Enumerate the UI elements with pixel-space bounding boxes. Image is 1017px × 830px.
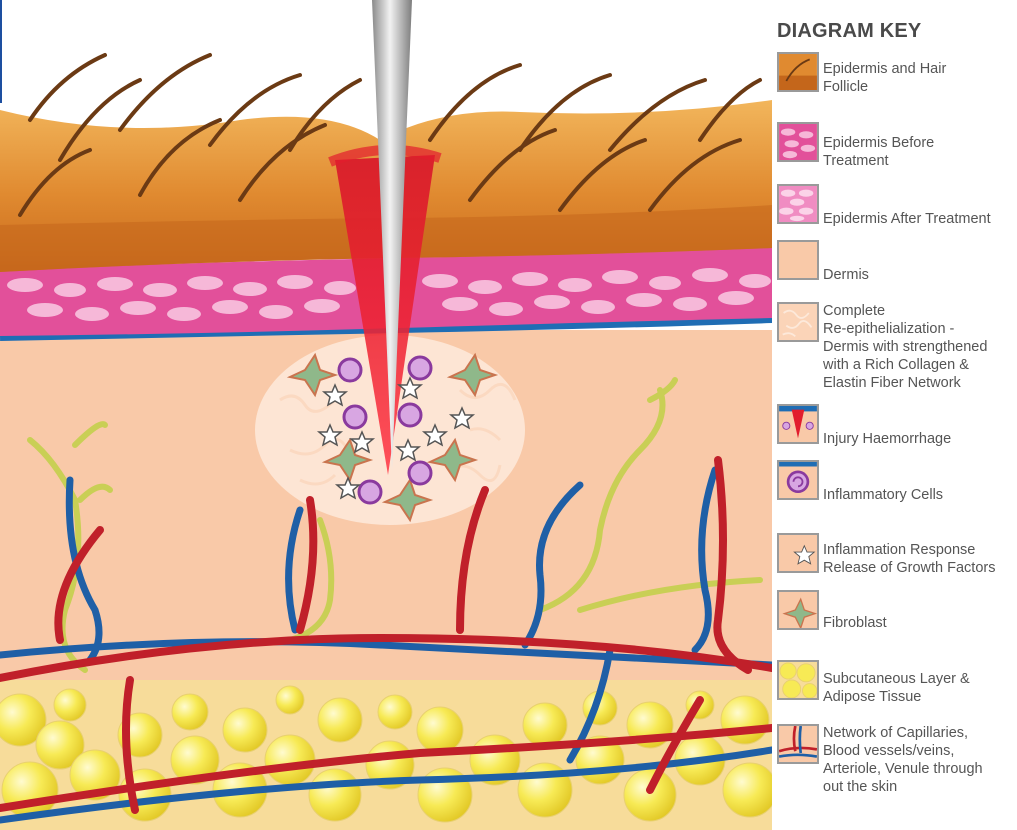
key-label: Epidermis and Hair Follicle (823, 60, 946, 96)
haemorrhage-swatch (777, 404, 819, 444)
capillaries-swatch (777, 724, 819, 764)
key-label: Epidermis After Treatment (823, 210, 991, 228)
key-label: Fibroblast (823, 614, 887, 632)
dermis-swatch (777, 240, 819, 280)
skin-cross-section-illustration (0, 0, 772, 830)
key-label: Inflammation Response Release of Growth … (823, 541, 995, 577)
growth-factor-swatch (777, 533, 819, 573)
key-label: Dermis (823, 266, 869, 284)
key-label: Inflammatory Cells (823, 486, 943, 504)
key-label: Injury Haemorrhage (823, 430, 951, 448)
epidermis-after-swatch (777, 184, 819, 224)
key-label: Complete Re-epithelialization - Dermis w… (823, 302, 987, 392)
fibroblast-swatch (777, 590, 819, 630)
diagram-key: DIAGRAM KEY Epidermis and Hair Follicle … (772, 0, 1017, 830)
epidermis-hair-swatch (777, 52, 819, 92)
key-title: DIAGRAM KEY (777, 20, 921, 43)
frame-edge (0, 0, 2, 103)
adipose-swatch (777, 660, 819, 700)
key-label: Subcutaneous Layer & Adipose Tissue (823, 670, 970, 706)
key-label: Epidermis Before Treatment (823, 134, 934, 170)
key-label: Network of Capillaries, Blood vessels/ve… (823, 724, 983, 796)
collagen-swatch (777, 302, 819, 342)
inflammatory-cells-swatch (777, 460, 819, 500)
epidermis-before-swatch (777, 122, 819, 162)
